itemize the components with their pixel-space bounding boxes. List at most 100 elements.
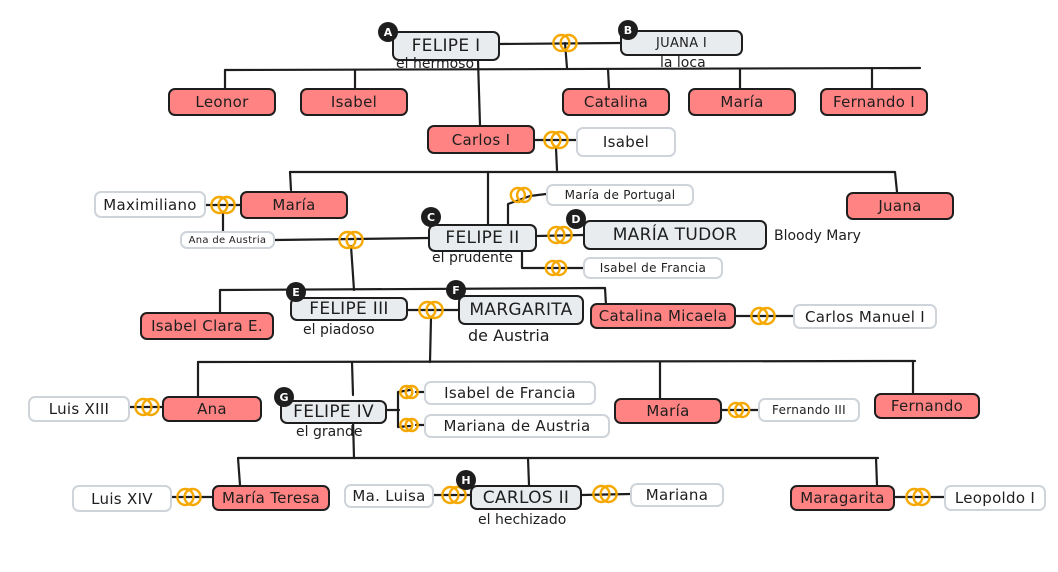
double-ring-icon [547, 225, 573, 245]
node-maria-tudor-label: MARÍA TUDOR [612, 225, 738, 245]
badge-h: H [456, 470, 476, 490]
double-ring-icon [134, 397, 160, 417]
double-ring-icon [338, 230, 364, 250]
node-isabel-de-francia-2[interactable]: Isabel de Francia [424, 381, 596, 405]
double-ring-icon [750, 306, 776, 326]
node-juana-label: Juana [878, 197, 922, 215]
node-mariana-de-austria[interactable]: Mariana de Austria [424, 414, 610, 438]
double-ring-icon [418, 300, 444, 320]
badge-f: F [446, 280, 466, 300]
node-felipe-ii[interactable]: FELIPE II [428, 224, 537, 252]
node-maria-teresa-label: María Teresa [222, 489, 320, 507]
node-isabel-spouse-label: Isabel [602, 133, 650, 151]
badge-d: D [566, 209, 586, 229]
epithet-el-prudente: el prudente [432, 250, 513, 266]
node-isabel-label: Isabel [330, 93, 378, 111]
double-ring-icon [544, 259, 568, 277]
node-juana-i-label: JUANA I [656, 35, 707, 51]
node-carlos-ii-label: CARLOS II [482, 487, 570, 508]
node-fernando-i[interactable]: Fernando I [820, 88, 928, 116]
node-maria-3[interactable]: María [614, 398, 722, 424]
node-margarita-label: MARGARITA [469, 300, 573, 320]
node-isabel-de-francia-1-label: Isabel de Francia [599, 261, 707, 275]
node-carlos-ii[interactable]: CARLOS II [470, 485, 582, 510]
node-ana-de-austria[interactable]: Ana de Austria [180, 231, 275, 249]
node-leonor[interactable]: Leonor [168, 88, 276, 116]
node-ana-de-austria-label: Ana de Austria [188, 234, 267, 246]
node-maria-1[interactable]: María [688, 88, 796, 116]
node-catalina[interactable]: Catalina [562, 88, 670, 116]
node-ana[interactable]: Ana [162, 396, 262, 422]
node-maria-tudor[interactable]: MARÍA TUDOR [583, 220, 767, 250]
node-mariana-de-austria-label: Mariana de Austria [443, 417, 591, 435]
badge-e: E [286, 282, 306, 302]
epithet-bloody-mary: Bloody Mary [774, 228, 861, 244]
node-maria-2-label: María [272, 196, 316, 214]
node-maragarita[interactable]: Maragarita [790, 485, 895, 511]
node-luis-xiii-label: Luis XIII [48, 400, 110, 418]
double-ring-icon [210, 195, 236, 215]
node-fernando-iii-label: Fernando III [772, 403, 846, 417]
double-ring-icon [176, 487, 202, 507]
node-carlos-manuel-i[interactable]: Carlos Manuel I [793, 304, 937, 329]
node-catalina-micaela-label: Catalina Micaela [598, 307, 728, 325]
double-ring-icon [543, 130, 569, 150]
double-ring-icon [399, 384, 419, 400]
node-catalina-micaela[interactable]: Catalina Micaela [590, 303, 736, 329]
node-isabel-clara-e-label: Isabel Clara E. [151, 317, 263, 335]
node-isabel-spouse[interactable]: Isabel [576, 127, 676, 157]
epithet-el-hermoso: el hermoso [396, 56, 475, 72]
double-ring-icon [905, 487, 931, 507]
node-maximiliano[interactable]: Maximiliano [94, 191, 206, 218]
badge-a: A [378, 22, 398, 42]
marriage-rings [134, 33, 931, 507]
node-carlos-manuel-i-label: Carlos Manuel I [805, 307, 925, 326]
node-felipe-i-label: FELIPE I [411, 36, 481, 56]
node-luis-xiii[interactable]: Luis XIII [28, 396, 130, 422]
node-leonor-label: Leonor [195, 93, 249, 111]
epithet-el-piadoso: el piadoso [303, 322, 375, 338]
node-maria-teresa[interactable]: María Teresa [212, 485, 330, 511]
node-carlos-i-label: Carlos I [451, 130, 511, 149]
node-isabel[interactable]: Isabel [300, 88, 408, 116]
node-juana-i[interactable]: JUANA I [620, 30, 743, 56]
node-luis-xiv[interactable]: Luis XIV [72, 485, 172, 512]
node-maragarita-label: Maragarita [800, 489, 885, 507]
node-juana[interactable]: Juana [846, 192, 954, 220]
node-luis-xiv-label: Luis XIV [91, 489, 153, 508]
double-ring-icon [441, 485, 467, 505]
node-maria-1-label: María [720, 93, 764, 111]
node-felipe-i[interactable]: FELIPE I [392, 31, 500, 61]
epithet-el-hechizado: el hechizado [478, 512, 567, 528]
double-ring-icon [592, 484, 618, 504]
badge-c: C [421, 207, 441, 227]
node-fernando-iii[interactable]: Fernando III [758, 398, 860, 422]
node-carlos-i[interactable]: Carlos I [427, 125, 535, 154]
epithet-la-loca: la loca [660, 55, 706, 71]
node-isabel-clara-e[interactable]: Isabel Clara E. [140, 312, 274, 340]
epithet-el-grande: el grande [296, 424, 363, 440]
node-maria-2[interactable]: María [240, 191, 348, 219]
node-margarita[interactable]: MARGARITA [458, 295, 584, 325]
node-maria-de-portugal-label: María de Portugal [564, 188, 676, 202]
node-ana-label: Ana [197, 400, 227, 418]
node-leopoldo-i[interactable]: Leopoldo I [944, 485, 1046, 511]
badge-b: B [618, 20, 638, 40]
node-mariana[interactable]: Mariana [630, 483, 724, 507]
double-ring-icon [727, 401, 751, 419]
node-felipe-iv[interactable]: FELIPE IV [280, 400, 387, 424]
node-felipe-iii-label: FELIPE III [309, 299, 389, 319]
node-felipe-ii-label: FELIPE II [445, 228, 520, 248]
node-isabel-de-francia-1[interactable]: Isabel de Francia [583, 257, 723, 279]
badge-g: G [274, 387, 294, 407]
node-fernando[interactable]: Fernando [874, 393, 980, 419]
double-ring-icon [509, 186, 533, 204]
node-catalina-label: Catalina [583, 93, 649, 111]
node-felipe-iii[interactable]: FELIPE III [290, 297, 408, 321]
node-fernando-label: Fernando [890, 397, 964, 415]
node-ma-luisa[interactable]: Ma. Luisa [344, 484, 434, 508]
node-fernando-i-label: Fernando I [832, 93, 916, 111]
node-maria-de-portugal[interactable]: María de Portugal [546, 184, 694, 206]
node-leopoldo-i-label: Leopoldo I [954, 489, 1036, 507]
